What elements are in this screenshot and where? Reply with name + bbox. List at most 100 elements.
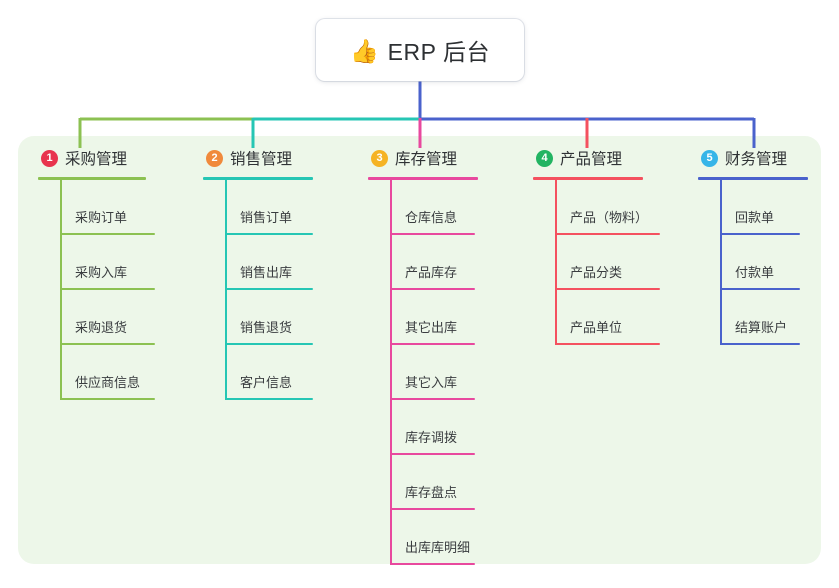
list-item-rule: [720, 343, 800, 345]
list-item[interactable]: 销售订单: [203, 180, 313, 235]
branch-column-3: 3 库存管理仓库信息产品库存其它出库其它入库库存调拨库存盘点出库库明细: [368, 146, 478, 565]
list-item-label: 其它入库: [405, 375, 458, 390]
branch-column-5: 5 财务管理回款单付款单结算账户: [698, 146, 808, 345]
list-item-rule: [390, 343, 475, 345]
list-item[interactable]: 其它入库: [368, 345, 478, 400]
list-item[interactable]: 其它出库: [368, 290, 478, 345]
list-item-label: 销售退货: [240, 320, 293, 335]
list-item[interactable]: 供应商信息: [38, 345, 155, 400]
list-item-rule: [390, 508, 475, 510]
list-item-label: 销售出库: [240, 265, 293, 280]
list-item[interactable]: 采购退货: [38, 290, 155, 345]
branch-title-5: 财务管理: [725, 151, 788, 168]
list-item-label: 采购订单: [75, 210, 128, 225]
branch-trunk-2: [225, 180, 227, 400]
branch-header-rule-3: [368, 177, 478, 180]
list-item[interactable]: 回款单: [698, 180, 808, 235]
branch-badge-1: 1: [41, 149, 58, 167]
branch-header-4[interactable]: 4 产品管理: [533, 146, 643, 170]
list-item-label: 出库库明细: [405, 540, 471, 555]
list-item-rule: [720, 233, 800, 235]
root-node-card[interactable]: 👍 ERP 后台: [316, 19, 524, 81]
list-item-rule: [555, 288, 660, 290]
list-item-rule: [390, 563, 475, 565]
branch-badge-4: 4: [536, 149, 553, 167]
list-item[interactable]: 库存调拨: [368, 400, 478, 455]
branch-column-4: 4 产品管理产品（物料） 产品分类产品单位: [533, 146, 660, 345]
branch-header-3[interactable]: 3 库存管理: [368, 146, 478, 170]
list-item-rule: [390, 288, 475, 290]
branch-badge-3: 3: [371, 149, 388, 167]
list-item-label: 结算账户: [735, 320, 788, 335]
list-item[interactable]: 客户信息: [203, 345, 313, 400]
branch-title-2: 销售管理: [230, 151, 293, 168]
list-item-rule: [555, 343, 660, 345]
list-item-label: 产品库存: [405, 265, 458, 280]
list-item-label: 采购退货: [75, 320, 128, 335]
list-item-rule: [555, 233, 660, 235]
list-item-label: 付款单: [735, 265, 775, 280]
list-item[interactable]: 产品单位: [533, 290, 660, 345]
branch-trunk-1: [60, 180, 62, 400]
list-item[interactable]: 产品分类: [533, 235, 660, 290]
list-item[interactable]: 销售出库: [203, 235, 313, 290]
list-item-label: 库存调拨: [405, 430, 458, 445]
branch-header-rule-2: [203, 177, 313, 180]
list-item[interactable]: 付款单: [698, 235, 808, 290]
thumbs-up-icon: 👍: [350, 37, 379, 64]
list-item-rule: [390, 398, 475, 400]
list-item-rule: [60, 343, 155, 345]
list-item-label: 产品单位: [570, 320, 623, 335]
list-item-rule: [60, 398, 155, 400]
list-item-rule: [225, 343, 313, 345]
list-item-label: 回款单: [735, 210, 775, 225]
list-item[interactable]: 仓库信息: [368, 180, 478, 235]
list-item[interactable]: 出库库明细: [368, 510, 478, 565]
list-item[interactable]: 产品库存: [368, 235, 478, 290]
list-item-rule: [720, 288, 800, 290]
branch-title-4: 产品管理: [560, 151, 623, 168]
list-item-rule: [390, 453, 475, 455]
list-item[interactable]: 采购订单: [38, 180, 155, 235]
list-item[interactable]: 库存盘点: [368, 455, 478, 510]
branch-item-list-3: 仓库信息产品库存其它出库其它入库库存调拨库存盘点出库库明细: [368, 180, 478, 565]
branch-column-1: 1 采购管理采购订单采购入库采购退货供应商信息: [38, 146, 155, 400]
branch-item-list-4: 产品（物料） 产品分类产品单位: [533, 180, 660, 345]
list-item[interactable]: 产品（物料）: [533, 180, 660, 235]
branch-title-3: 库存管理: [395, 151, 458, 168]
list-item-label: 产品（物料）: [570, 210, 649, 225]
list-item-rule: [225, 233, 313, 235]
list-item-label: 其它出库: [405, 320, 458, 335]
branch-header-rule-5: [698, 177, 808, 180]
list-item-rule: [60, 288, 155, 290]
branches-panel: [18, 136, 821, 564]
branch-header-rule-1: [38, 177, 146, 180]
list-item-label: 销售订单: [240, 210, 293, 225]
branch-trunk-5: [720, 180, 722, 345]
branch-header-rule-4: [533, 177, 643, 180]
branch-header-5[interactable]: 5 财务管理: [698, 146, 808, 170]
list-item-rule: [60, 233, 155, 235]
branch-badge-5: 5: [701, 149, 718, 167]
root-node-title: ERP 后台: [387, 39, 490, 65]
list-item-label: 采购入库: [75, 265, 128, 280]
list-item-rule: [225, 288, 313, 290]
list-item-label: 产品分类: [570, 265, 623, 280]
list-item[interactable]: 采购入库: [38, 235, 155, 290]
list-item-label: 库存盘点: [405, 485, 458, 500]
list-item[interactable]: 销售退货: [203, 290, 313, 345]
branch-trunk-3: [390, 180, 392, 565]
branch-item-list-2: 销售订单销售出库销售退货客户信息: [203, 180, 313, 400]
branch-item-list-1: 采购订单采购入库采购退货供应商信息: [38, 180, 155, 400]
list-item-label: 仓库信息: [405, 210, 458, 225]
list-item-rule: [225, 398, 313, 400]
branch-title-1: 采购管理: [65, 151, 128, 168]
list-item[interactable]: 结算账户: [698, 290, 808, 345]
list-item-label: 客户信息: [240, 375, 293, 390]
branch-header-1[interactable]: 1 采购管理: [38, 146, 146, 170]
list-item-label: 供应商信息: [75, 375, 141, 390]
list-item-rule: [390, 233, 475, 235]
